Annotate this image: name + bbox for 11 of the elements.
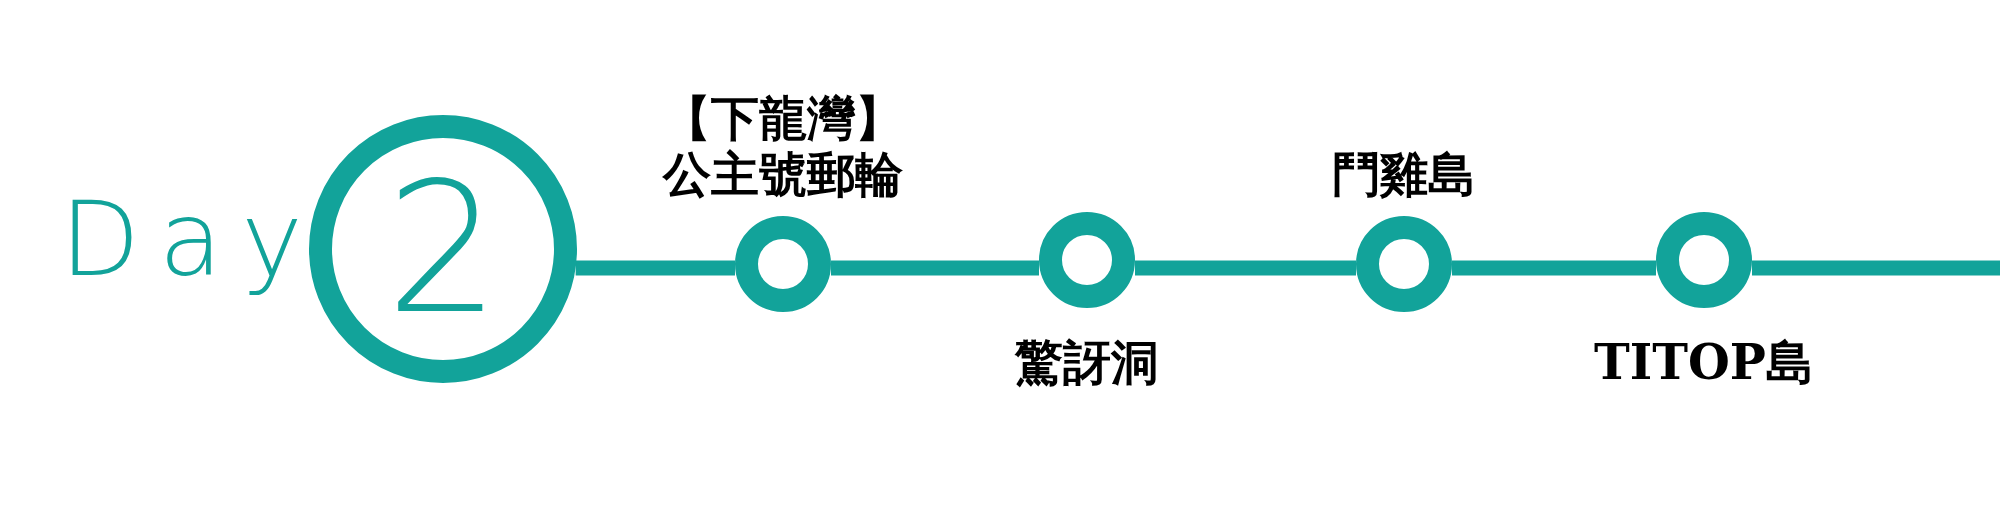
- stop-label: 【下龍灣】: [663, 90, 903, 146]
- connector-line: [1452, 260, 1656, 276]
- stop-label: 鬥雞島: [1332, 146, 1476, 202]
- day-number: 2: [385, 159, 501, 339]
- connector-line: [1135, 260, 1356, 276]
- connector-line: [831, 260, 1039, 276]
- stop-label: TITOP島: [1594, 334, 1814, 390]
- stop-label: 公主號郵輪: [663, 146, 903, 202]
- stop-label: 驚訝洞: [1015, 334, 1159, 390]
- connector-line: [1752, 260, 2000, 276]
- connector-line: [575, 260, 735, 276]
